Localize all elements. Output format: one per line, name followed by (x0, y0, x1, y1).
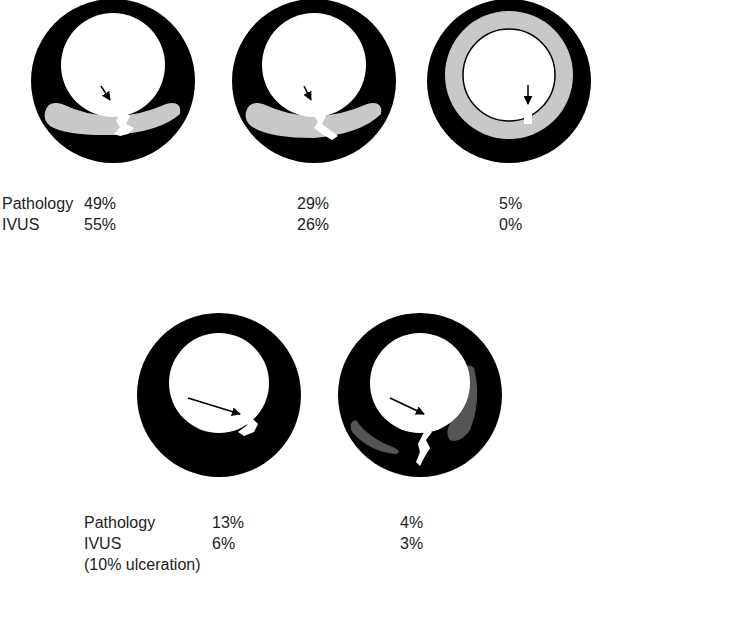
percentage-value: 0% (499, 215, 522, 235)
percentage-value: 13% (212, 513, 244, 533)
percentage-value: 26% (297, 215, 329, 235)
vessel-section (31, 0, 195, 163)
row-label: Pathology (84, 513, 155, 533)
percentage-value: 55% (84, 215, 116, 235)
percentage-value: 29% (297, 194, 329, 214)
percentage-value: 49% (84, 194, 116, 214)
percentage-value: 3% (400, 534, 423, 554)
vessel-section (232, 0, 396, 163)
vessel-section (427, 0, 591, 163)
percentage-value: 5% (499, 194, 522, 214)
row-label: IVUS (2, 215, 39, 235)
vessel-section (338, 313, 502, 477)
percentage-value: 6% (212, 534, 235, 554)
vessel-section (137, 313, 301, 477)
row-label: (10% ulceration) (84, 555, 201, 575)
percentage-value: 4% (400, 513, 423, 533)
row-label: IVUS (84, 534, 121, 554)
row-label: Pathology (2, 194, 73, 214)
